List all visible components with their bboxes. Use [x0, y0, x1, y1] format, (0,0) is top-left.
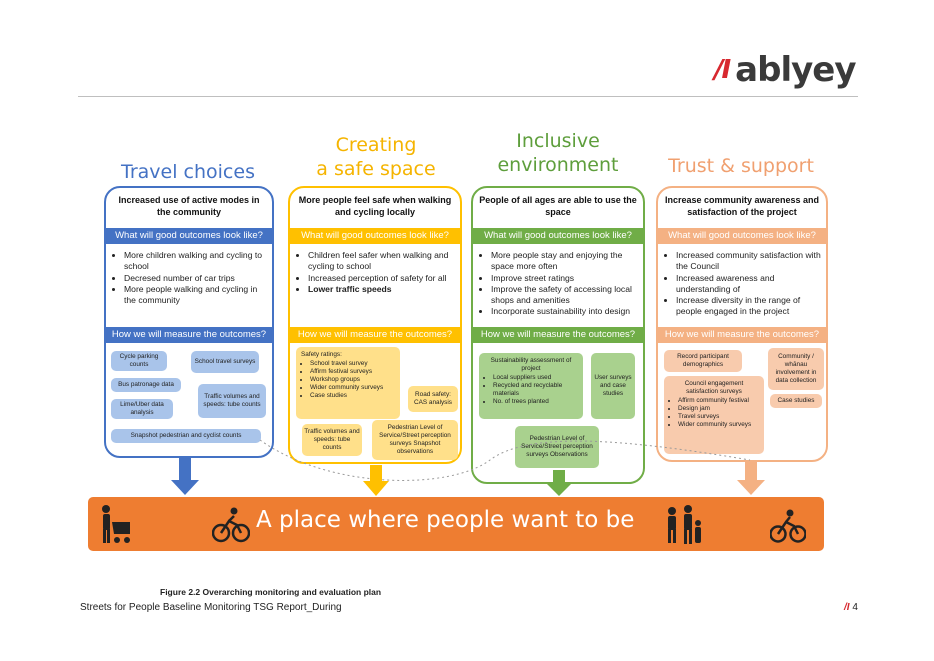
column-title: Increase community awareness and satisfa…: [664, 195, 820, 217]
outcome-bullets: Children feel safer when walking and cyc…: [296, 250, 456, 295]
sustainability-box: Sustainability assessment of project Loc…: [479, 353, 583, 419]
measure-band: How we will measure the outcomes?: [473, 327, 643, 343]
measure-box: Pedestrian Level of Service/Street perce…: [515, 426, 599, 468]
column-inclusive-environment: People of all ages are able to use the s…: [471, 186, 645, 484]
column-title: More people feel safe when walking and c…: [298, 195, 452, 217]
connector-dotted-line: [259, 439, 751, 481]
banner-text: A place where people want to be: [256, 507, 635, 533]
measure-box: School travel surveys: [191, 351, 259, 373]
measure-box: Community / whānau involvement in data c…: [768, 348, 824, 390]
report-footer: Streets for People Baseline Monitoring T…: [80, 602, 342, 613]
measure-band: How we will measure the outcomes?: [658, 327, 826, 343]
outcome-bullets: More children walking and cycling to sch…: [112, 250, 268, 306]
measure-box: Traffic volumes and speeds: tube counts: [302, 424, 362, 456]
measure-box: Cycle parking counts: [111, 351, 167, 371]
measure-band: How we will measure the outcomes?: [106, 327, 272, 343]
arrow-down-icon: [737, 462, 765, 495]
good-outcomes-band: What will good outcomes look like?: [106, 228, 272, 244]
measure-box: User surveys and case studies: [591, 353, 635, 419]
family-icon: [668, 505, 701, 544]
outcome-banner: A place where people want to be: [88, 497, 824, 551]
good-outcomes-band: What will good outcomes look like?: [473, 228, 643, 244]
measure-box: Pedestrian Level of Service/Street perce…: [372, 420, 458, 460]
measure-box: Bus patronage data: [111, 378, 181, 392]
council-surveys-box: Council engagement satisfaction surveys …: [664, 376, 764, 454]
measure-box: Case studies: [770, 394, 822, 408]
header-rule: [78, 96, 858, 97]
column-title: Increased use of active modes in the com…: [118, 195, 260, 217]
heading-inclusive-environment: Inclusive environment: [497, 130, 619, 176]
column-title: People of all ages are able to use the s…: [479, 195, 637, 217]
cyclist-icon: [212, 507, 250, 543]
safety-ratings-box: Safety ratings: School travel survey Aff…: [296, 347, 400, 419]
measure-band: How we will measure the outcomes?: [290, 327, 460, 343]
outcome-bullets: More people stay and enjoying the space …: [479, 250, 639, 318]
heading-creating-safe-space: Creating a safe space: [316, 134, 436, 180]
heading-trust-support: Trust & support: [668, 155, 814, 177]
arrow-down-icon: [171, 458, 199, 495]
outcome-bullets: Increased community satisfaction with th…: [664, 250, 822, 318]
measure-box: Road safety: CAS analysis: [408, 386, 458, 412]
measure-box: Traffic volumes and speeds: tube counts: [198, 384, 266, 418]
column-safe-space: More people feel safe when walking and c…: [288, 186, 462, 464]
figure-caption: Figure 2.2 Overarching monitoring and ev…: [160, 587, 382, 597]
abley-logo-mark: /I: [714, 55, 731, 85]
good-outcomes-band: What will good outcomes look like?: [658, 228, 826, 244]
heading-travel-choices: Travel choices: [121, 161, 255, 183]
family-stroller-icon: [102, 505, 130, 543]
measure-box: Record participant demographics: [664, 350, 742, 372]
abley-logo: /I ablyey: [714, 50, 857, 90]
column-trust-support: Increase community awareness and satisfa…: [656, 186, 828, 462]
page-logo-mark: /I: [844, 602, 850, 613]
cyclist-icon: [770, 509, 806, 543]
arrow-down-icon: [363, 465, 389, 496]
abley-logo-wordmark: ablyey: [735, 50, 856, 90]
measure-box: Snapshot pedestrian and cyclist counts: [111, 429, 261, 443]
measure-box: Lime/Uber data analysis: [111, 399, 173, 419]
good-outcomes-band: What will good outcomes look like?: [290, 228, 460, 244]
page-number: /I 4: [844, 602, 858, 613]
arrow-down-icon: [545, 470, 573, 496]
column-travel-choices: Increased use of active modes in the com…: [104, 186, 274, 458]
